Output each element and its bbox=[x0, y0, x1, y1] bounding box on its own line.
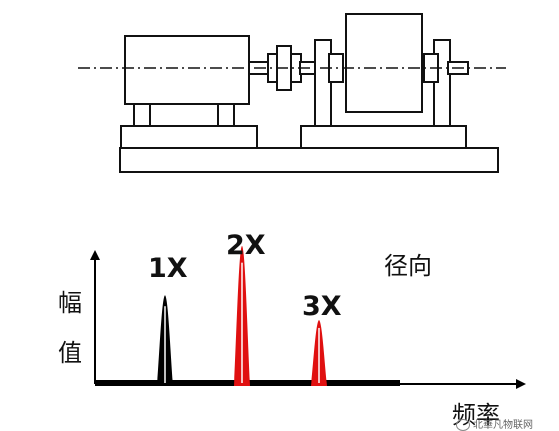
peak-label-2x: 2X bbox=[226, 230, 266, 261]
motor-foot-left bbox=[133, 103, 151, 127]
watermark: 北華凡物联网 bbox=[456, 416, 533, 431]
machine-schematic bbox=[119, 13, 499, 173]
peak-label-1x: 1X bbox=[148, 253, 188, 284]
spectrum bbox=[90, 245, 526, 389]
base-plate bbox=[119, 147, 499, 173]
peak-label-3x: 3X bbox=[302, 291, 342, 322]
rotor-pedestal bbox=[300, 125, 467, 149]
y-axis-label-top: 幅 bbox=[58, 289, 82, 317]
rotor-disc bbox=[345, 13, 423, 113]
direction-label: 径向 bbox=[384, 252, 432, 280]
y-axis-label-bottom: 值 bbox=[58, 339, 82, 367]
motor-body bbox=[124, 35, 250, 105]
peaks bbox=[157, 245, 327, 386]
watermark-text: 北華凡物联网 bbox=[473, 420, 533, 431]
motor-pedestal bbox=[120, 125, 258, 149]
motor-foot-right bbox=[217, 103, 235, 127]
wechat-icon bbox=[456, 419, 470, 431]
